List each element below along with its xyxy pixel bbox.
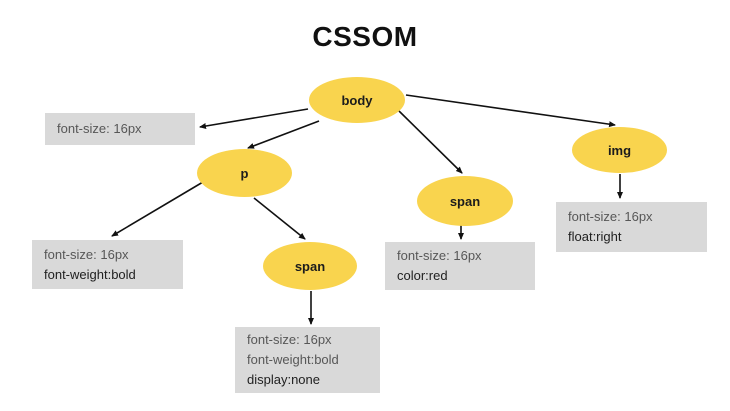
style-rule: font-size: 16px	[57, 121, 142, 136]
node-img: img	[572, 127, 667, 173]
arrow-p-to-p-styles	[111, 181, 204, 237]
arrow-body-to-img	[405, 94, 616, 128]
arrow-body-to-p	[247, 120, 320, 149]
arrow-body-to-body-styles	[199, 108, 309, 129]
style-rule: display:none	[247, 372, 320, 387]
style-rule: font-weight:bold	[247, 352, 339, 367]
style-rule: font-size: 16px	[397, 248, 482, 263]
arrow-p-to-span	[253, 197, 306, 240]
style-rule: font-size: 16px	[568, 209, 653, 224]
arrow-body-to-span	[398, 110, 463, 174]
style-box-p: font-size: 16px font-weight:bold	[32, 240, 183, 289]
node-span-in-p: span	[263, 242, 357, 290]
style-rule: color:red	[397, 268, 448, 283]
style-box-img: font-size: 16px float:right	[556, 202, 707, 252]
style-rule: float:right	[568, 229, 622, 244]
node-span-in-body-label: span	[449, 193, 481, 209]
node-body-label: body	[341, 92, 373, 108]
node-body: body	[309, 77, 405, 123]
style-box-span-in-p: font-size: 16px font-weight:bold display…	[235, 327, 380, 393]
style-box-span-in-body: font-size: 16px color:red	[385, 242, 535, 290]
node-img-label: img	[607, 142, 632, 158]
style-rule: font-size: 16px	[44, 246, 129, 262]
diagram-title: CSSOM	[312, 21, 418, 52]
style-box-body: font-size: 16px	[45, 113, 195, 145]
node-span-in-p-label: span	[294, 258, 326, 274]
node-p-label: p	[240, 165, 249, 181]
style-rule: font-size: 16px	[247, 332, 332, 347]
style-rule: font-weight:bold	[44, 266, 136, 282]
node-p: p	[197, 149, 292, 197]
node-span-in-body: span	[417, 176, 513, 226]
